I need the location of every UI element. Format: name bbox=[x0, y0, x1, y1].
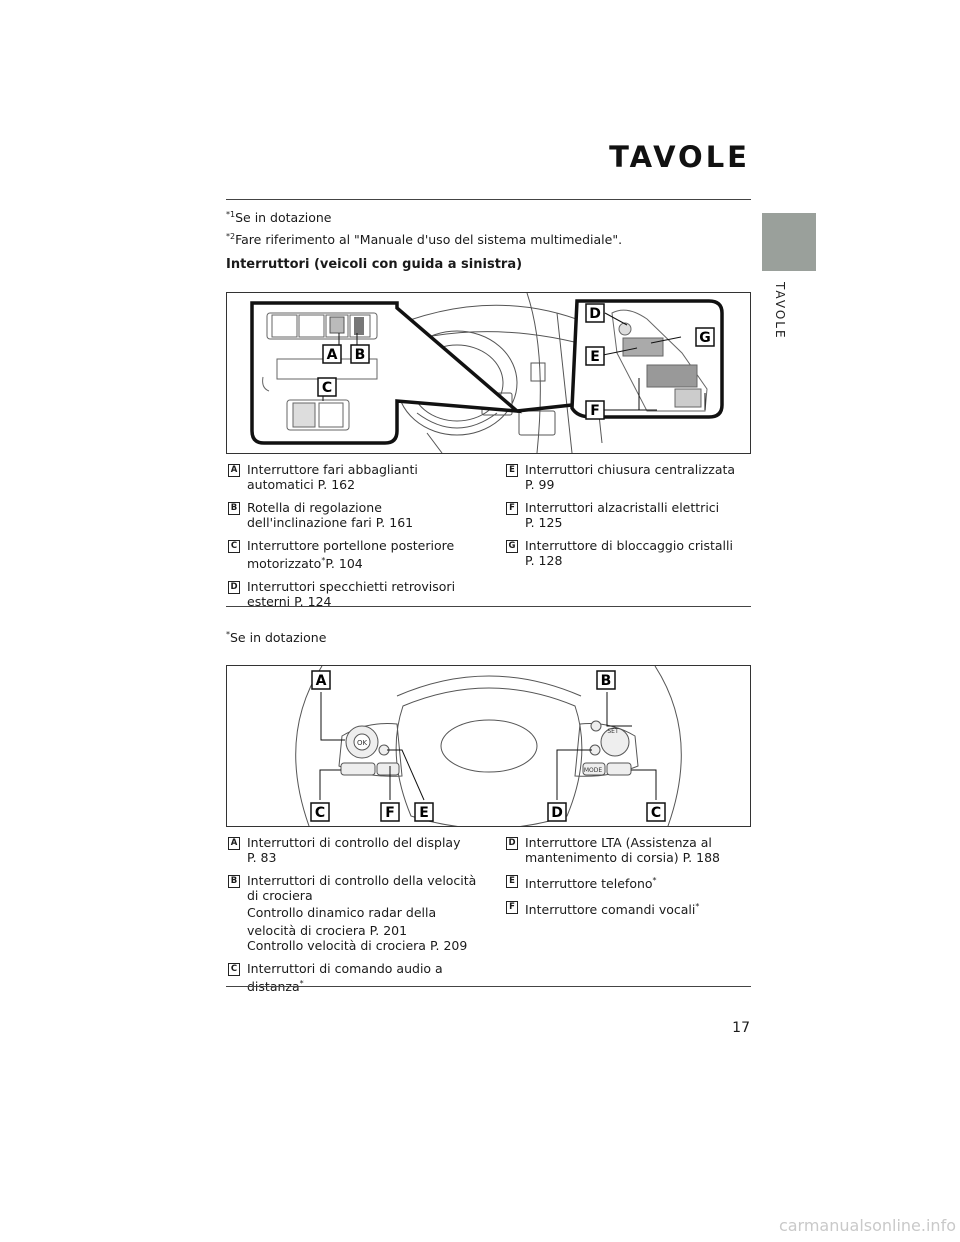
callout-d2: D bbox=[551, 805, 563, 821]
mode-label: MODE bbox=[584, 767, 603, 774]
callout-c2-left: C bbox=[315, 805, 325, 821]
callout-b2: B bbox=[601, 673, 612, 689]
ok-button-label: OK bbox=[357, 739, 368, 747]
callout-box-f2 bbox=[380, 802, 400, 822]
steering-wheel-figure: OK SET MODE A B C F E D C bbox=[226, 665, 751, 827]
section-title: TAVOLE bbox=[609, 140, 750, 174]
header-rule bbox=[226, 199, 751, 200]
callout-box-g bbox=[695, 327, 715, 347]
legend2-item-f: F Interruttore comandi vocali* bbox=[506, 899, 751, 917]
page-number: 17 bbox=[732, 1020, 750, 1036]
footnote-1: *1Se in dotazione bbox=[226, 210, 332, 226]
legend2-item-e: E Interruttore telefono* bbox=[506, 873, 751, 891]
callout-box-a bbox=[322, 344, 342, 364]
callout-f2: F bbox=[385, 805, 395, 821]
callout-c2-right: C bbox=[651, 805, 661, 821]
callout-f: F bbox=[590, 403, 600, 419]
callout-box-f bbox=[585, 400, 605, 420]
footnote-2: *2Fare riferimento al "Manuale d'uso del… bbox=[226, 232, 623, 248]
callout-box-b2 bbox=[596, 670, 616, 690]
section1-heading: Interruttori (veicoli con guida a sinist… bbox=[226, 257, 523, 272]
callout-b: B bbox=[355, 347, 366, 363]
callout-box-e2 bbox=[414, 802, 434, 822]
callout-box-c2-right bbox=[646, 802, 666, 822]
legend2-item-b: B Interruttori di controllo della veloci… bbox=[228, 873, 496, 953]
callout-e2: E bbox=[419, 805, 429, 821]
side-tab bbox=[762, 213, 816, 271]
callout-c: C bbox=[322, 380, 332, 396]
callout-box-d2 bbox=[547, 802, 567, 822]
callout-g: G bbox=[699, 330, 711, 346]
callout-box-e bbox=[585, 346, 605, 366]
callout-a2: A bbox=[316, 673, 327, 689]
set-label: SET bbox=[607, 728, 619, 735]
callout-box-c bbox=[317, 377, 337, 397]
steering-wheel-illustration: OK SET MODE A B C F E D C bbox=[295, 666, 682, 826]
callout-a: A bbox=[327, 347, 338, 363]
section2-rule bbox=[226, 986, 751, 987]
callout-box-c2-left bbox=[310, 802, 330, 822]
dashboard-figure: A B C D E G F bbox=[226, 292, 751, 454]
dashboard-illustration: A B C D E G F bbox=[250, 293, 724, 453]
side-tab-label: TAVOLE bbox=[773, 282, 787, 340]
section1-rule bbox=[226, 606, 751, 607]
callout-box-d bbox=[585, 303, 605, 323]
callout-e: E bbox=[590, 349, 600, 365]
callout-box-a2 bbox=[311, 670, 331, 690]
callout-box-b bbox=[350, 344, 370, 364]
callout-d: D bbox=[589, 306, 601, 322]
watermark: carmanualsonline.info bbox=[778, 1216, 956, 1235]
footnote-mid: *Se in dotazione bbox=[226, 630, 327, 646]
